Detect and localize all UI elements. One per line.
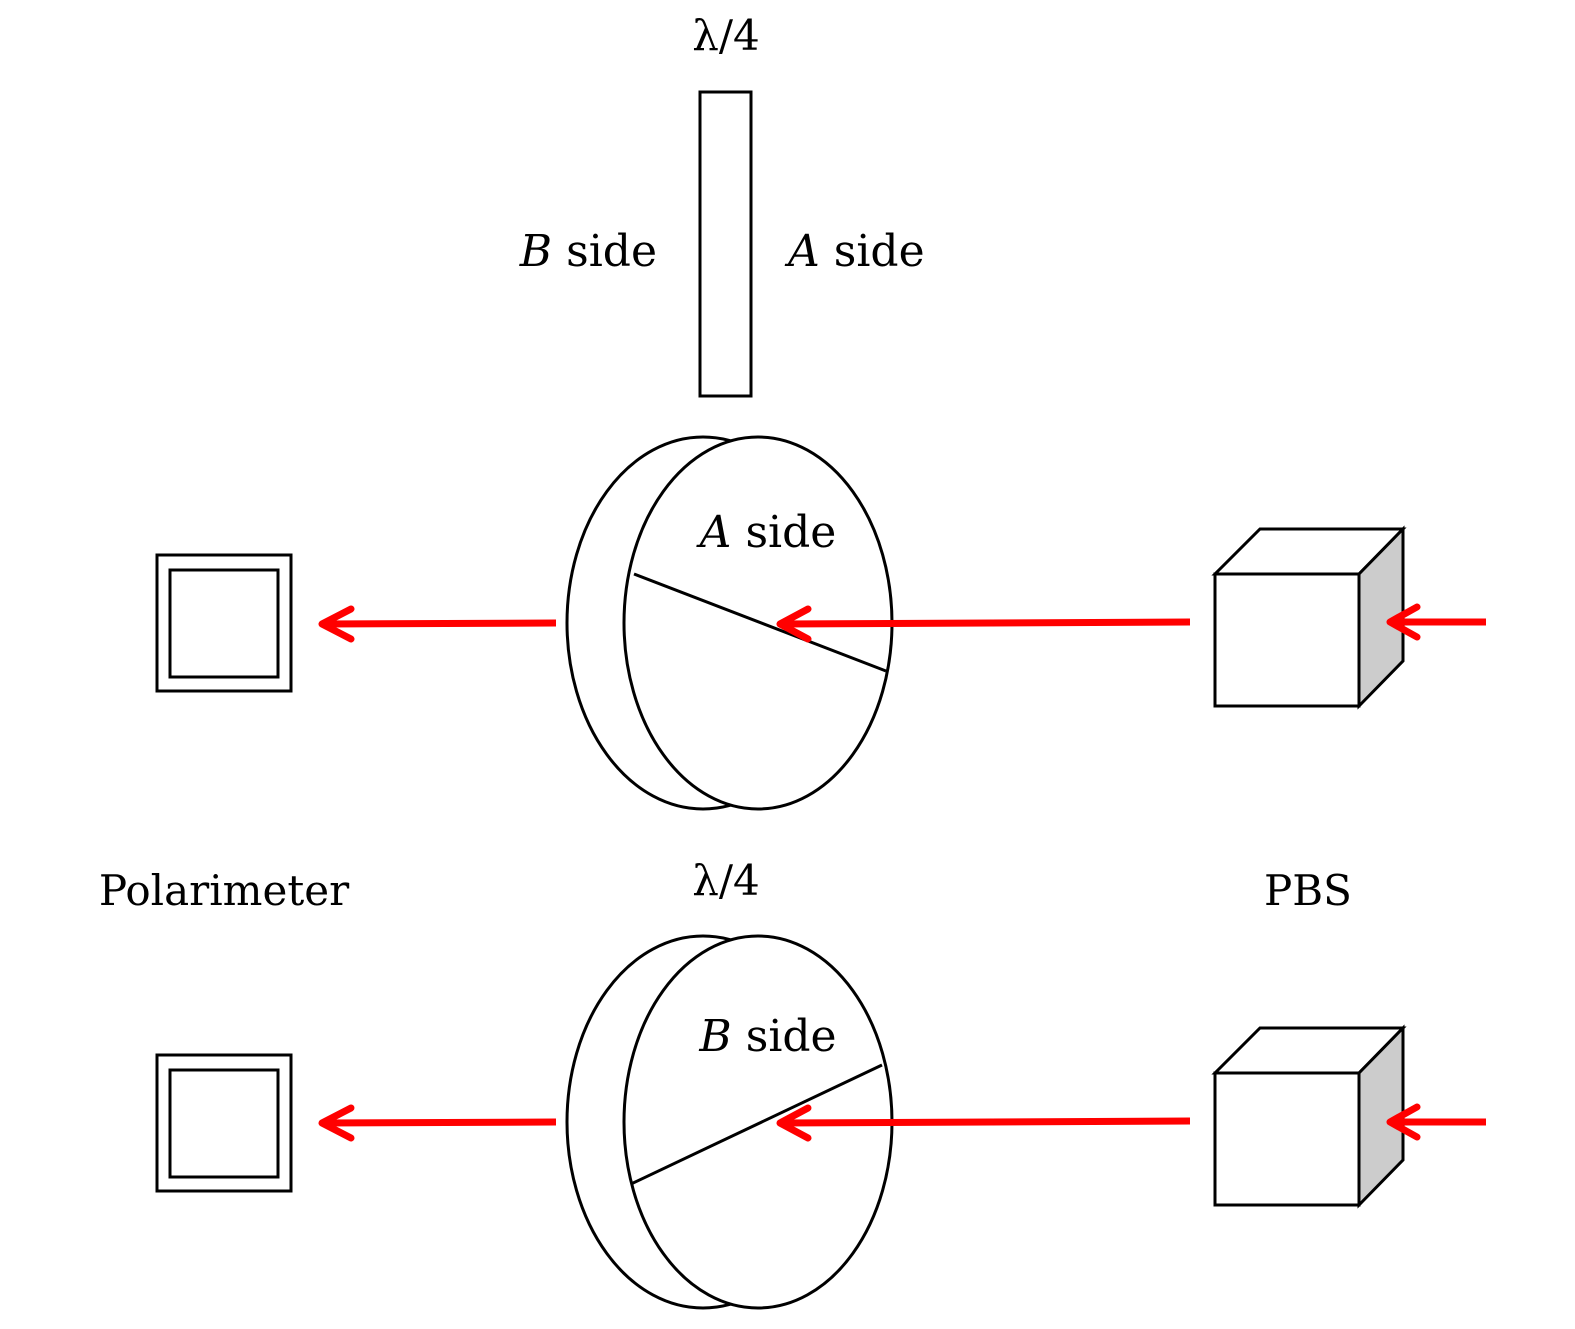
beam-out-1: [321, 619, 557, 628]
arrowhead-in-1: [1386, 603, 1421, 641]
arrow-left-icon: [1386, 1103, 1486, 1141]
arrow-left-icon: [1386, 603, 1486, 641]
polarimeter-label: Polarimeter: [99, 866, 350, 915]
fast-axis-line-1: [633, 572, 887, 673]
arrow-left-icon: [776, 605, 1191, 643]
arrowhead-out-1: [318, 605, 355, 643]
waveplate-disc-icon: [565, 934, 894, 1310]
fast-axis-line-2: [630, 1063, 883, 1186]
top-waveplate-label: λ/4: [692, 11, 760, 60]
pbs-cube-icon: [1211, 525, 1407, 710]
beam-mid-1: [779, 618, 1191, 628]
beam-out-2: [321, 1118, 557, 1127]
waveplate-side-rect: [698, 90, 753, 398]
row-2: B side: [155, 934, 1486, 1310]
arrow-left-icon: [318, 605, 557, 643]
plate-face-label-1: A side: [696, 507, 837, 558]
pbs-label: PBS: [1264, 866, 1352, 915]
b-side-label: B side: [519, 226, 657, 277]
row-1: A side: [155, 435, 1486, 811]
arrowhead-mid-1: [776, 605, 812, 643]
plate-face-label-2: B side: [698, 1011, 836, 1062]
arrowhead-out-2: [318, 1104, 355, 1142]
top-waveplate-view: λ/4 B side A side: [519, 11, 925, 398]
polarimeter-icon: [155, 1053, 293, 1193]
arrow-left-icon: [776, 1104, 1191, 1142]
polarimeter-icon: [155, 553, 293, 693]
beam-mid-2: [779, 1117, 1191, 1127]
arrow-left-icon: [318, 1104, 557, 1142]
pbs-cube-icon: [1211, 1024, 1407, 1209]
arrowhead-in-2: [1386, 1103, 1421, 1141]
arrowhead-mid-2: [776, 1104, 812, 1142]
waveplate-label: λ/4: [692, 856, 760, 905]
a-side-label: A side: [784, 226, 925, 277]
waveplate-disc-icon: [565, 435, 894, 811]
